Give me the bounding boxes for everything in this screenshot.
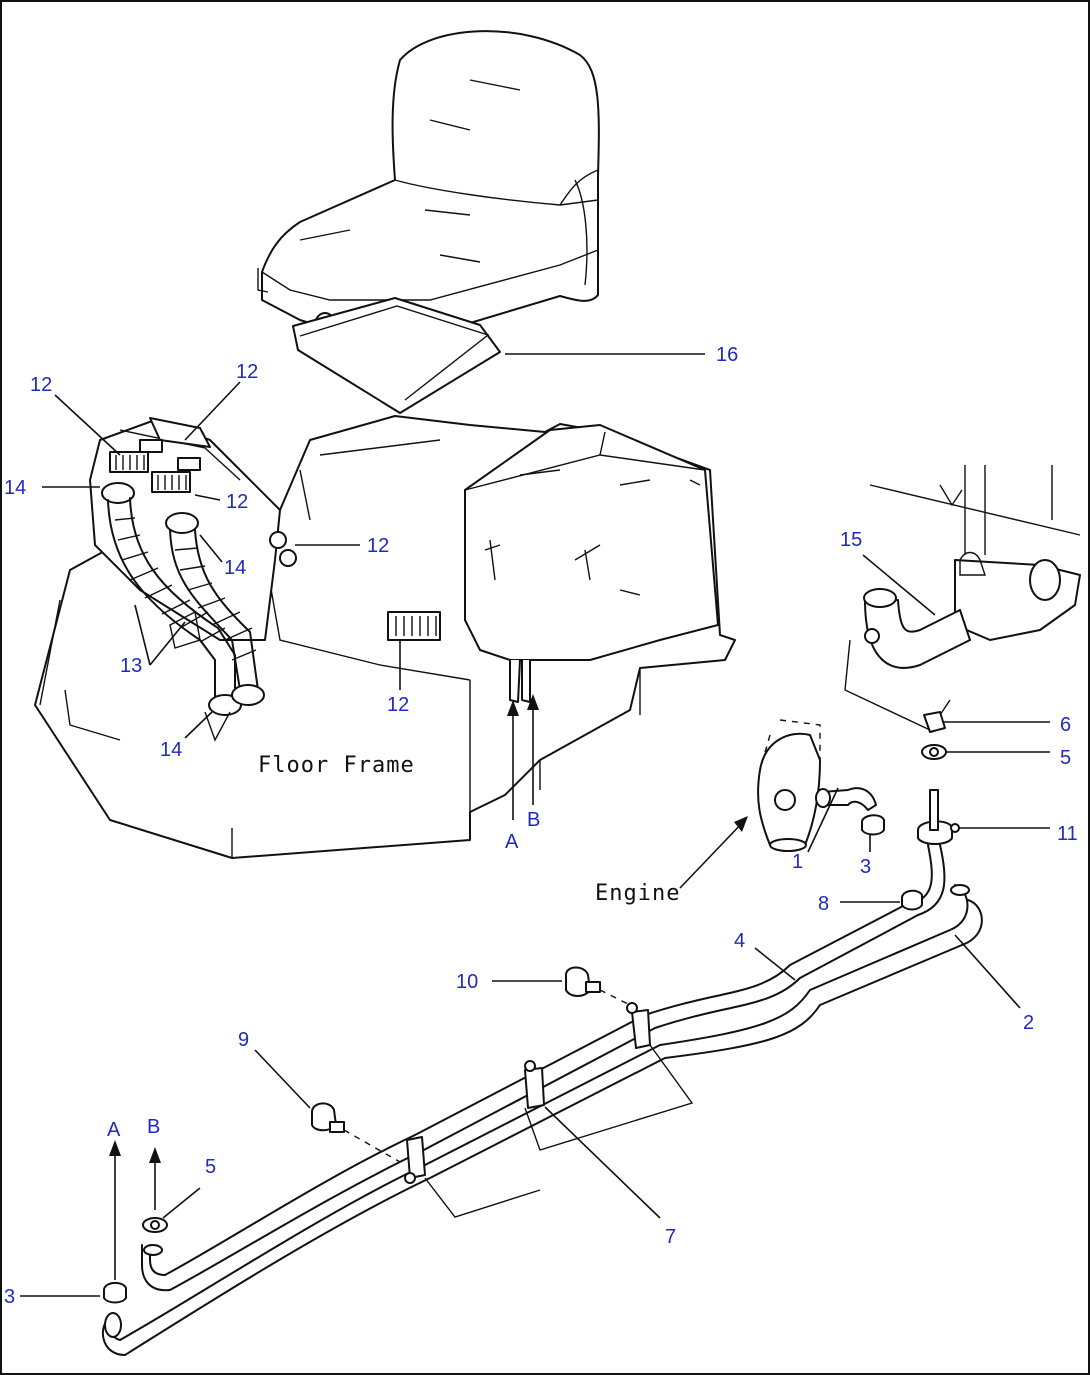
part-label-12[interactable]: 12 [367,535,389,557]
part-label-13[interactable]: 13 [120,655,142,677]
seat-mat [292,297,501,414]
part-label-7[interactable]: 7 [665,1226,676,1248]
part-label-12[interactable]: 12 [30,374,52,396]
floor-vent [387,611,441,641]
engine-port [757,719,821,852]
part-label-5[interactable]: 5 [205,1156,216,1178]
elbow-fitting [815,787,877,811]
part-label-12[interactable]: 12 [387,694,409,716]
floor-frame-caption: Floor Frame [258,753,415,778]
part-label-16[interactable]: 16 [716,344,738,366]
engine-caption: Engine [595,881,680,906]
part-label-14[interactable]: 14 [4,477,26,499]
part-label-15[interactable]: 15 [840,529,862,551]
part-labels: 16 12 12 12 12 12 14 14 14 13 15 6 5 11 … [4,344,1078,1308]
console-box [464,424,719,703]
heater-connection [844,465,1081,731]
part-label-4[interactable]: 4 [734,930,745,952]
part-label-14[interactable]: 14 [160,739,182,761]
part-label-1[interactable]: 1 [792,851,803,873]
left-end-fittings [103,1217,168,1304]
bolt-10 [565,966,631,1006]
part-label-5[interactable]: 5 [1060,747,1071,769]
air-ducts [101,482,265,742]
vent-grille-right [151,471,191,493]
part-label-3[interactable]: 3 [860,856,871,878]
leader-lines [20,353,1050,1297]
part-label-6[interactable]: 6 [1060,714,1071,736]
part-label-3[interactable]: 3 [4,1286,15,1308]
part-label-12[interactable]: 12 [226,491,248,513]
arrow-label-a: A [505,831,519,853]
heater-hoses [102,844,983,1356]
flow-arrows [109,694,539,1280]
fitting-stack [917,711,960,845]
part-label-12[interactable]: 12 [236,361,258,383]
part-label-14[interactable]: 14 [224,557,246,579]
part-label-8[interactable]: 8 [818,893,829,915]
part-label-10[interactable]: 10 [456,971,478,993]
bolt-9 [311,1102,401,1163]
arrow-label-b: B [147,1116,160,1138]
part-label-11[interactable]: 11 [1057,823,1078,845]
operator-seat [257,30,600,340]
hose-clamp-right [861,814,885,836]
vent-grille-left [109,451,149,473]
arrow-label-a: A [107,1119,121,1141]
part-label-9[interactable]: 9 [238,1029,249,1051]
arrow-label-b: B [527,809,540,831]
part-label-2[interactable]: 2 [1023,1012,1034,1034]
hose-clamps [404,1002,694,1218]
